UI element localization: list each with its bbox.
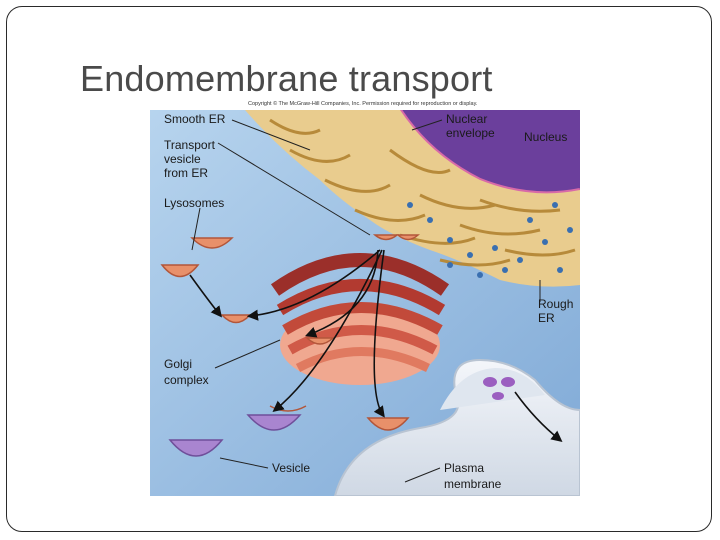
label-nucleus: Nucleus [524, 130, 567, 144]
label-golgi-1: Golgi [164, 357, 192, 371]
lysosomes [160, 234, 420, 431]
label-nuclear-envelope-1: Nuclear [446, 112, 487, 126]
endomembrane-diagram: Smooth ER Transport vesicle from ER Lyso… [150, 108, 581, 497]
rough-er [245, 110, 580, 287]
leader-lines [191, 119, 541, 483]
copyright-notice: Copyright © The McGraw-Hill Companies, I… [248, 101, 478, 107]
label-rough-er-2: ER [538, 311, 555, 325]
er-folds [269, 118, 576, 267]
label-nuclear-envelope-2: envelope [446, 126, 495, 140]
transport-arrows [189, 249, 563, 442]
slide-title: Endomembrane transport [80, 58, 493, 99]
membrane-pocket [440, 368, 545, 410]
golgi-complex [270, 253, 450, 385]
label-rough-er-1: Rough [538, 297, 573, 311]
ribosomes [407, 202, 573, 278]
label-transport-vesicle-3: from ER [164, 166, 208, 180]
endomembrane-figure: Smooth ER Transport vesicle from ER Lyso… [150, 108, 581, 497]
nucleus [400, 110, 580, 194]
vesicles [168, 405, 307, 457]
label-lysosomes: Lysosomes [164, 196, 224, 210]
label-transport-vesicle-2: vesicle [164, 152, 201, 166]
label-smooth-er: Smooth ER [164, 112, 226, 126]
label-plasma-membrane-2: membrane [444, 477, 502, 491]
label-vesicle: Vesicle [272, 461, 310, 475]
diagram-labels: Smooth ER Transport vesicle from ER Lyso… [164, 112, 573, 491]
secreted-vesicles [483, 377, 515, 400]
label-transport-vesicle-1: Transport [164, 138, 216, 152]
label-plasma-membrane-1: Plasma [444, 461, 484, 475]
label-golgi-2: complex [164, 373, 209, 387]
